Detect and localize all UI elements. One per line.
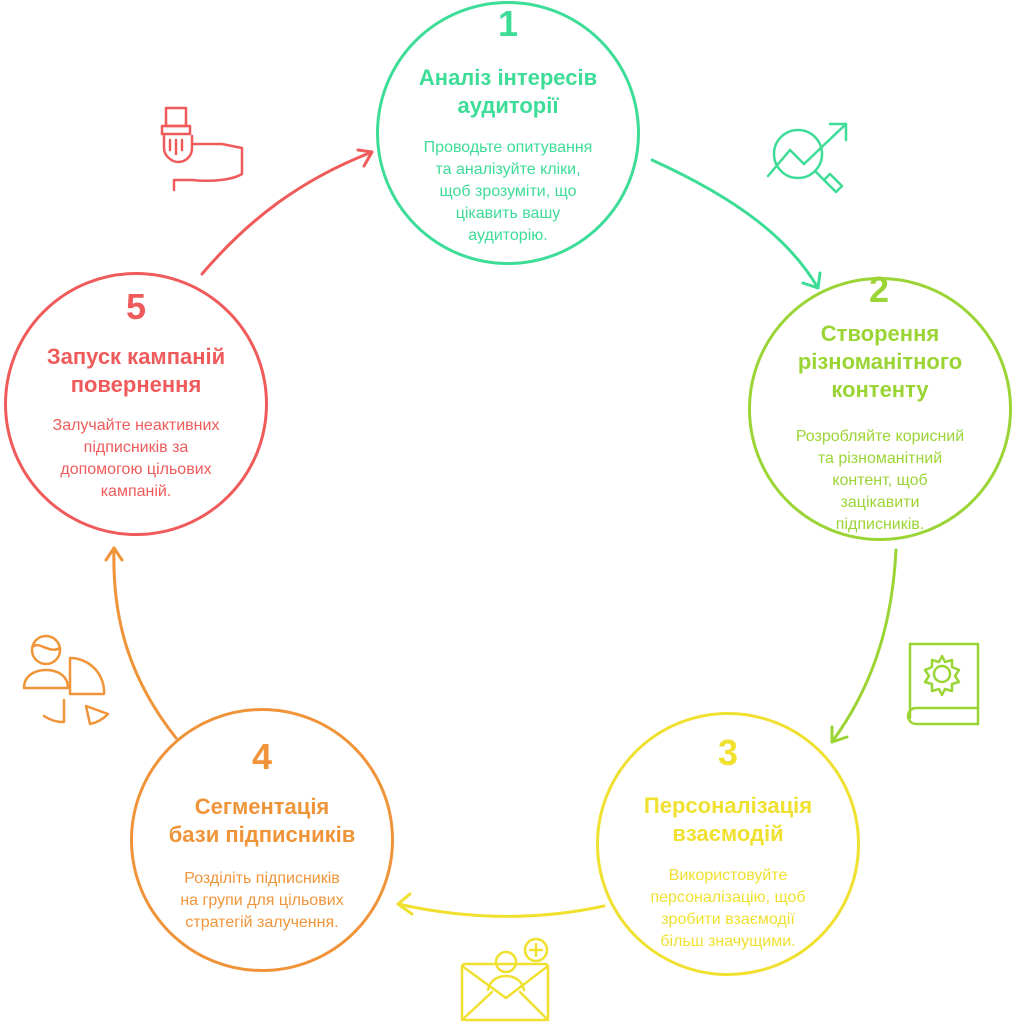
title-line: контенту — [831, 377, 929, 402]
desc-line: контент, щоб — [832, 472, 928, 489]
desc-line: Залучайте неактивних — [52, 417, 220, 434]
analytics-magnifier-icon — [766, 122, 848, 194]
connector-arrow-3 — [396, 902, 606, 918]
desc-line: щоб зрозуміти, що — [439, 183, 577, 200]
stage-title: Створення різноманітного контенту — [751, 320, 1009, 404]
stage-number: 1 — [497, 3, 519, 44]
connector-arrow-5 — [200, 150, 374, 276]
title-line: аудиторії — [457, 93, 559, 118]
desc-line: аудиторію. — [468, 227, 548, 244]
desc-line: кампаній. — [100, 483, 172, 500]
stage-5: 5 Запуск кампаній повернення Залучайте н… — [4, 272, 268, 536]
connector-arrow-1 — [650, 158, 820, 290]
stage-title: Сегментація бази підписників — [133, 793, 391, 849]
stage-title: Запуск кампаній повернення — [7, 343, 265, 399]
stage-4: 4 Сегментація бази підписників Розділіть… — [130, 708, 394, 972]
desc-line: та аналізуйте кліки, — [435, 161, 581, 178]
stage-description: Використовуйте персоналізацію, щоб зроби… — [599, 865, 857, 953]
desc-line: стратегій залучення. — [185, 914, 339, 931]
title-line: повернення — [70, 372, 202, 397]
stage-description: Розробляйте корисний та різноманітний ко… — [751, 426, 1009, 536]
book-gear-icon — [906, 642, 980, 726]
desc-line: Розділіть підписників — [184, 870, 340, 887]
desc-line: більш значущими. — [660, 933, 796, 950]
desc-line: Використовуйте — [668, 867, 788, 884]
desc-line: цікавить вашу — [455, 205, 561, 222]
stage-title: Персоналізація взаємодій — [599, 792, 857, 848]
title-line: Сегментація — [194, 794, 330, 819]
arrowhead-1 — [801, 271, 822, 290]
title-line: різноманітного — [797, 349, 963, 374]
desc-line: персоналізацію, щоб — [650, 889, 806, 906]
title-line: взаємодій — [672, 821, 784, 846]
stage-3: 3 Персоналізація взаємодій Використовуйт… — [596, 712, 860, 976]
stage-number: 5 — [125, 286, 147, 327]
title-line: Персоналізація — [643, 793, 813, 818]
connector-arrow-4 — [112, 546, 178, 740]
arrowhead-3 — [396, 892, 414, 916]
connector-arrow-2 — [830, 548, 898, 744]
arrowhead-4 — [104, 546, 124, 562]
desc-line: підписників. — [835, 516, 925, 533]
stage-title: Аналіз інтересів аудиторії — [379, 64, 637, 120]
arrowhead-5 — [356, 148, 374, 168]
stage-1: 1 Аналіз інтересів аудиторії Проводьте о… — [376, 1, 640, 265]
stage-description: Залучайте неактивних підписників за допо… — [7, 415, 265, 503]
desc-line: на групи для цільових — [180, 892, 344, 909]
desc-line: зацікавити — [840, 494, 920, 511]
desc-line: підписників за — [83, 439, 189, 456]
desc-line: Розробляйте корисний — [795, 428, 965, 445]
stage-description: Проводьте опитування та аналізуйте кліки… — [379, 137, 637, 247]
stage-2: 2 Створення різноманітного контенту Розр… — [748, 270, 1012, 541]
hand-pointing-icon — [160, 106, 244, 192]
desc-line: допомогою цільових — [60, 461, 212, 478]
title-line: Запуск кампаній — [46, 344, 226, 369]
desc-line: та різноманітний — [817, 450, 943, 467]
desc-line: Проводьте опитування — [423, 139, 593, 156]
envelope-user-plus-icon — [460, 937, 550, 1022]
arrowhead-2 — [830, 725, 849, 744]
user-pie-chart-icon — [22, 634, 110, 726]
stage-number: 4 — [251, 736, 273, 777]
title-line: бази підписників — [168, 822, 356, 847]
title-line: Створення — [820, 321, 940, 346]
stage-number: 3 — [717, 732, 739, 773]
stage-number: 2 — [869, 269, 890, 310]
stage-description: Розділіть підписників на групи для цільо… — [133, 868, 391, 934]
desc-line: зробити взаємодії — [661, 911, 795, 928]
title-line: Аналіз інтересів — [418, 65, 598, 90]
